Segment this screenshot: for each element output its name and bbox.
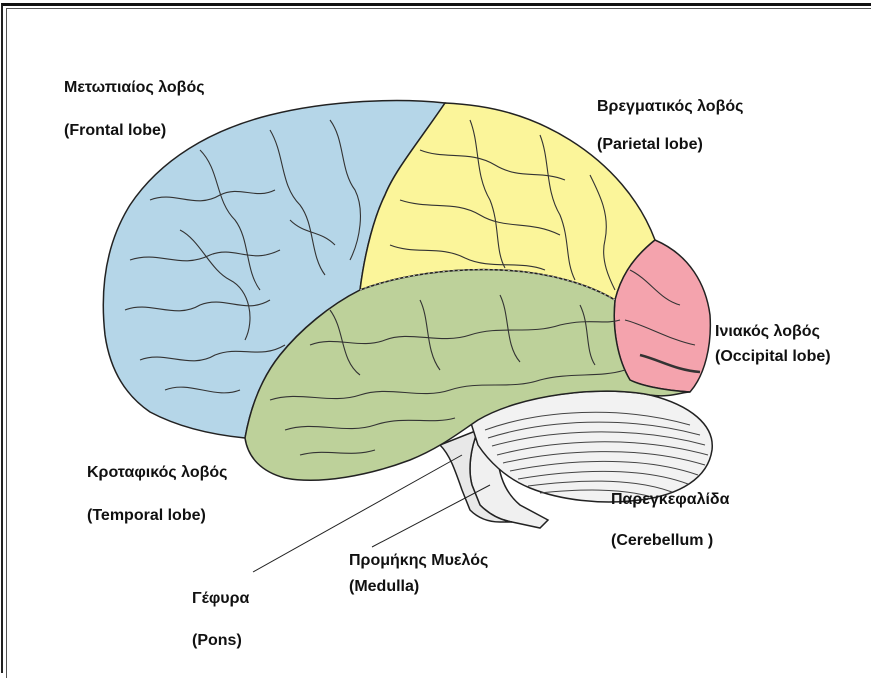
cerebellum-label-english: (Cerebellum ) bbox=[611, 533, 713, 549]
pons-label-english: (Pons) bbox=[192, 633, 242, 649]
medulla-pointer-line bbox=[372, 485, 490, 547]
pons-label-greek: Γέφυρα bbox=[192, 591, 249, 607]
parietal-lobe-label-english: (Parietal lobe) bbox=[597, 137, 703, 153]
parietal-lobe-label-greek: Βρεγματικός λοβός bbox=[597, 99, 743, 115]
occipital-lobe-label-greek: Ινιακός λοβός bbox=[715, 324, 820, 340]
frontal-lobe-label-greek: Μετωπιαίος λοβός bbox=[64, 80, 205, 96]
frontal-lobe-label-english: (Frontal lobe) bbox=[64, 123, 166, 139]
temporal-lobe-label-greek: Κροταφικός λοβός bbox=[87, 465, 227, 481]
cerebellum-label-greek: Παρεγκεφαλίδα bbox=[611, 492, 729, 508]
occipital-lobe-label-english: (Occipital lobe) bbox=[715, 349, 831, 365]
medulla-label-greek: Προμήκης Μυελός bbox=[349, 553, 488, 569]
temporal-lobe-label-english: (Temporal lobe) bbox=[87, 508, 206, 524]
medulla-label-english: (Medulla) bbox=[349, 579, 419, 595]
